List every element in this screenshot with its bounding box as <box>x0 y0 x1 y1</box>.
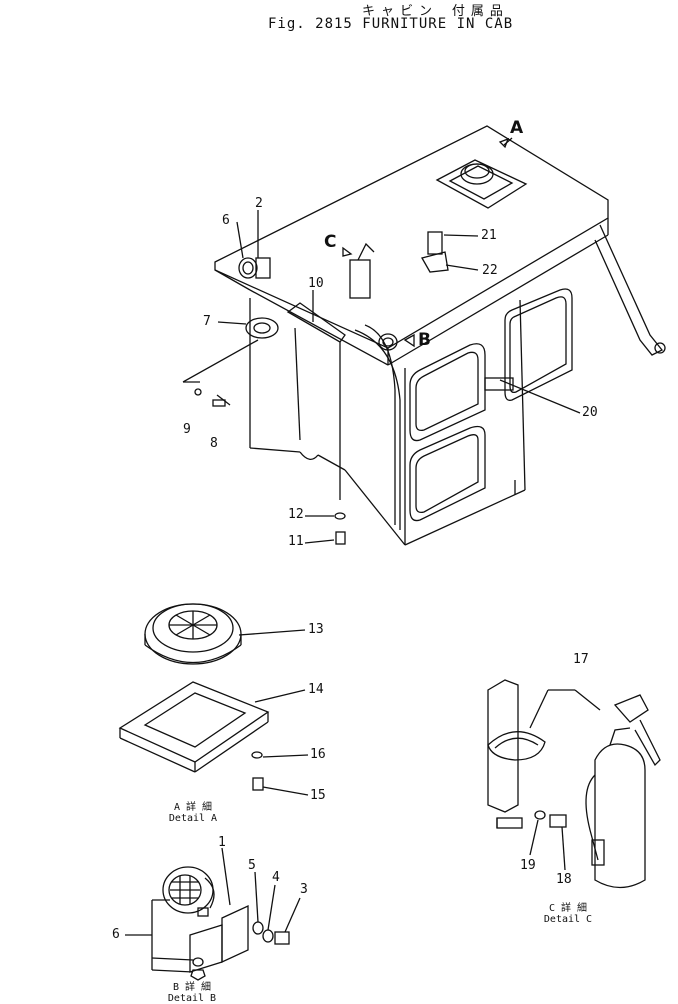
part-number-16: 16 <box>310 747 326 762</box>
part-number-19: 19 <box>520 858 536 873</box>
cab-lamp-b <box>378 333 398 351</box>
part-number-5: 5 <box>248 858 256 873</box>
detail-a-ventilator <box>144 603 306 665</box>
part-number-22: 22 <box>482 263 498 278</box>
part-number-11: 11 <box>288 534 304 549</box>
detail-a-caption-jp: A 詳 細 <box>173 802 213 813</box>
part-number-8: 8 <box>210 436 218 451</box>
detail-b-bracket <box>125 847 301 981</box>
detail-c-caption-en: Detail C <box>543 914 593 925</box>
cab-side-lamp <box>245 317 279 339</box>
part-number-21: 21 <box>481 228 497 243</box>
part-number-13: 13 <box>308 622 324 637</box>
part-number-3: 3 <box>300 882 308 897</box>
part-number-1: 1 <box>218 835 226 850</box>
part-number-20: 20 <box>582 405 598 420</box>
part-number-17: 17 <box>573 652 589 667</box>
view-arrow-c: C <box>324 232 337 252</box>
detail-a-frame <box>118 681 309 796</box>
detail-c-bracket <box>487 679 601 871</box>
part-number-15: 15 <box>310 788 326 803</box>
detail-c-caption: C 詳 細 Detail C <box>538 903 598 925</box>
detail-a-caption-en: Detail A <box>168 813 218 824</box>
part-number-18: 18 <box>556 872 572 887</box>
detail-a-caption: A 詳 細 Detail A <box>168 802 218 824</box>
cab-bracket <box>286 302 346 500</box>
detail-b-caption-en: Detail B <box>167 993 217 1004</box>
figure-title: Fig. 2815 FURNITURE IN CAB <box>268 16 514 32</box>
part-number-7: 7 <box>203 314 211 329</box>
part-number-6-detail: 6 <box>112 927 120 942</box>
detail-c-caption-jp: C 詳 細 <box>548 903 588 914</box>
detail-c-extinguisher <box>585 694 661 889</box>
part-number-2: 2 <box>255 196 263 211</box>
part-number-10: 10 <box>308 276 324 291</box>
view-arrow-a: A <box>510 118 524 138</box>
detail-b-caption-jp: B 詳 細 <box>172 982 212 993</box>
part-number-4: 4 <box>272 870 280 885</box>
part-number-14: 14 <box>308 682 324 697</box>
detail-b-caption: B 詳 細 Detail B <box>162 982 222 1004</box>
title-japanese: キャビン 付属品 <box>362 4 509 19</box>
part-number-12: 12 <box>288 507 304 522</box>
cab-cup-holder <box>421 231 449 273</box>
part-number-6-cab: 6 <box>222 213 230 228</box>
cab-body <box>214 125 666 546</box>
cab-extinguisher <box>349 242 375 299</box>
view-arrow-b: B <box>418 330 431 350</box>
part-number-9: 9 <box>183 422 191 437</box>
detail-b-lamp <box>162 866 215 917</box>
cab-work-light <box>238 257 271 279</box>
